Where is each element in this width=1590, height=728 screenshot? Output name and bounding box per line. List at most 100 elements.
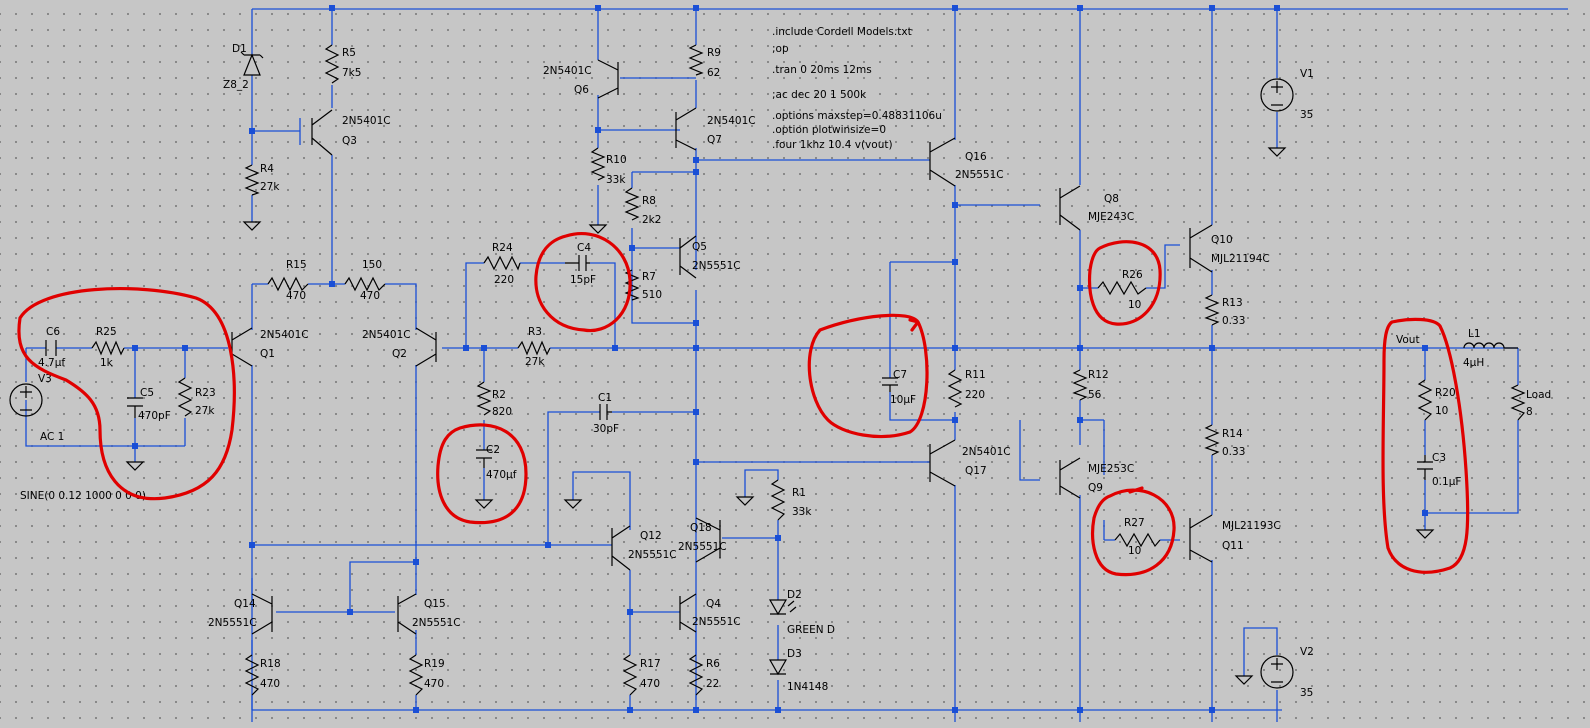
- label-Q16-model: 2N5551C: [955, 169, 1004, 181]
- capacitor-C5: [127, 397, 143, 418]
- resistor-R9: [688, 44, 704, 76]
- label-R7: R7: [642, 271, 656, 283]
- label-R17: R17: [640, 658, 661, 670]
- label-Q9: Q9: [1088, 482, 1103, 494]
- resistor-R8: [624, 187, 640, 221]
- component-labels: D1 Z8_2 R5 7k5 2N5401C Q3 R4 27k 2N5401C…: [20, 43, 1551, 699]
- label-R3-value: 27k: [525, 356, 545, 368]
- label-Q1: Q1: [260, 348, 275, 360]
- label-Q11-model: MJL21193C: [1222, 520, 1281, 532]
- label-R10: R10: [606, 154, 627, 166]
- resistor-R3: [517, 340, 551, 356]
- label-V1: V1: [1300, 68, 1314, 80]
- label-L1: L1: [1468, 328, 1481, 340]
- annotation-input-network: [17, 287, 236, 501]
- bjt-Q16: [929, 137, 956, 187]
- label-R5: R5: [342, 47, 356, 59]
- annotation-C7: [807, 313, 929, 439]
- label-R26: R26: [1122, 269, 1143, 281]
- label-Q10-model: MJL21194C: [1211, 253, 1270, 265]
- transistor-symbols: [231, 59, 1213, 635]
- label-Q18-model: 2N5551C: [678, 541, 727, 553]
- spice-directives: .include Cordell Models.txt ;op .tran 0 …: [772, 26, 942, 151]
- ground-symbols: [125, 147, 1435, 685]
- resistor-R27: [1114, 532, 1161, 548]
- label-D2: D2: [787, 589, 802, 601]
- wires: [25, 8, 1568, 722]
- resistor-R4: [244, 164, 260, 196]
- directive-plotwinsize: .option plotwinsize=0: [772, 124, 886, 136]
- label-Q4-model: 2N5551C: [692, 616, 741, 628]
- bjt-Q2: [415, 327, 437, 367]
- resistor-150: [344, 276, 386, 292]
- label-R11: R11: [965, 369, 986, 381]
- resistor-R1: [770, 479, 786, 521]
- resistor-R5: [324, 44, 340, 84]
- resistor-R11: [947, 369, 963, 408]
- label-R4-value: 27k: [260, 181, 280, 193]
- label-R6: R6: [706, 658, 720, 670]
- label-R19: R19: [424, 658, 445, 670]
- label-C5-value: 470pF: [138, 410, 171, 422]
- bjt-Q12: [611, 525, 631, 571]
- label-Q6: Q6: [574, 84, 589, 96]
- resistor-R13: [1204, 294, 1220, 326]
- label-Q15-model: 2N5551C: [412, 617, 461, 629]
- bjt-Q1: [231, 327, 253, 367]
- annotation-C2: [436, 423, 528, 525]
- label-C2: C2: [486, 444, 500, 456]
- label-Q12-model: 2N5551C: [628, 549, 677, 561]
- label-V2-value: 35: [1300, 687, 1313, 699]
- label-R5-value: 7k5: [342, 67, 361, 79]
- label-R4: R4: [260, 163, 274, 175]
- label-R20-value: 10: [1435, 405, 1448, 417]
- directive-op: ;op: [772, 43, 789, 55]
- label-Q2: Q2: [392, 348, 407, 360]
- net-label-vout: Vout: [1396, 334, 1420, 346]
- label-V3: V3: [38, 373, 52, 385]
- bjt-Q18: [695, 517, 721, 563]
- label-R18-value: 470: [260, 678, 280, 690]
- label-Q1-model: 2N5401C: [260, 329, 309, 341]
- bjt-Q8: [1059, 185, 1081, 231]
- capacitor-C6: [45, 340, 57, 356]
- resistor-R26: [1097, 280, 1147, 296]
- label-R24-value: 220: [494, 274, 514, 286]
- label-Q7-model: 2N5401C: [707, 115, 756, 127]
- bjt-Q10: [1189, 224, 1213, 273]
- directive-include: .include Cordell Models.txt: [772, 26, 912, 38]
- resistor-R20: [1417, 379, 1433, 421]
- label-V2: V2: [1300, 646, 1314, 658]
- resistor-R19: [408, 654, 424, 696]
- label-D3-value: 1N4148: [787, 681, 828, 693]
- label-V3-sine: SINE(0 0.12 1000 0 0 0): [20, 490, 146, 502]
- red-annotations: [17, 231, 1470, 577]
- bjt-Q11: [1189, 514, 1213, 563]
- label-R27-value: 10: [1128, 545, 1141, 557]
- bjt-Q15: [397, 593, 417, 635]
- resistor-symbols: [91, 44, 1526, 696]
- label-R13: R13: [1222, 297, 1243, 309]
- resistor-R18: [244, 654, 260, 696]
- annotation-output-network: [1381, 317, 1470, 574]
- label-Q4: Q4: [706, 598, 721, 610]
- label-150: 150: [362, 259, 382, 271]
- bjt-Q14: [251, 593, 273, 635]
- diode-D3: [768, 659, 788, 676]
- inductor-L1: [1463, 342, 1518, 349]
- label-Q2-model: 2N5401C: [362, 329, 411, 341]
- label-R1-value: 33k: [792, 506, 812, 518]
- label-Q8-model: MJE243C: [1088, 211, 1134, 223]
- label-R24: R24: [492, 242, 513, 254]
- label-Q3-model: 2N5401C: [342, 115, 391, 127]
- label-R7-value: 510: [642, 289, 662, 301]
- bjt-Q5: [679, 235, 697, 279]
- resistor-R15: [267, 276, 309, 292]
- resistor-R2: [476, 381, 492, 416]
- label-Q7: Q7: [707, 134, 722, 146]
- directive-ac: ;ac dec 20 1 500k: [772, 89, 867, 101]
- diode-symbols: [240, 51, 797, 676]
- label-Q14-model: 2N5551C: [208, 617, 257, 629]
- label-C4-value: 15pF: [570, 274, 596, 286]
